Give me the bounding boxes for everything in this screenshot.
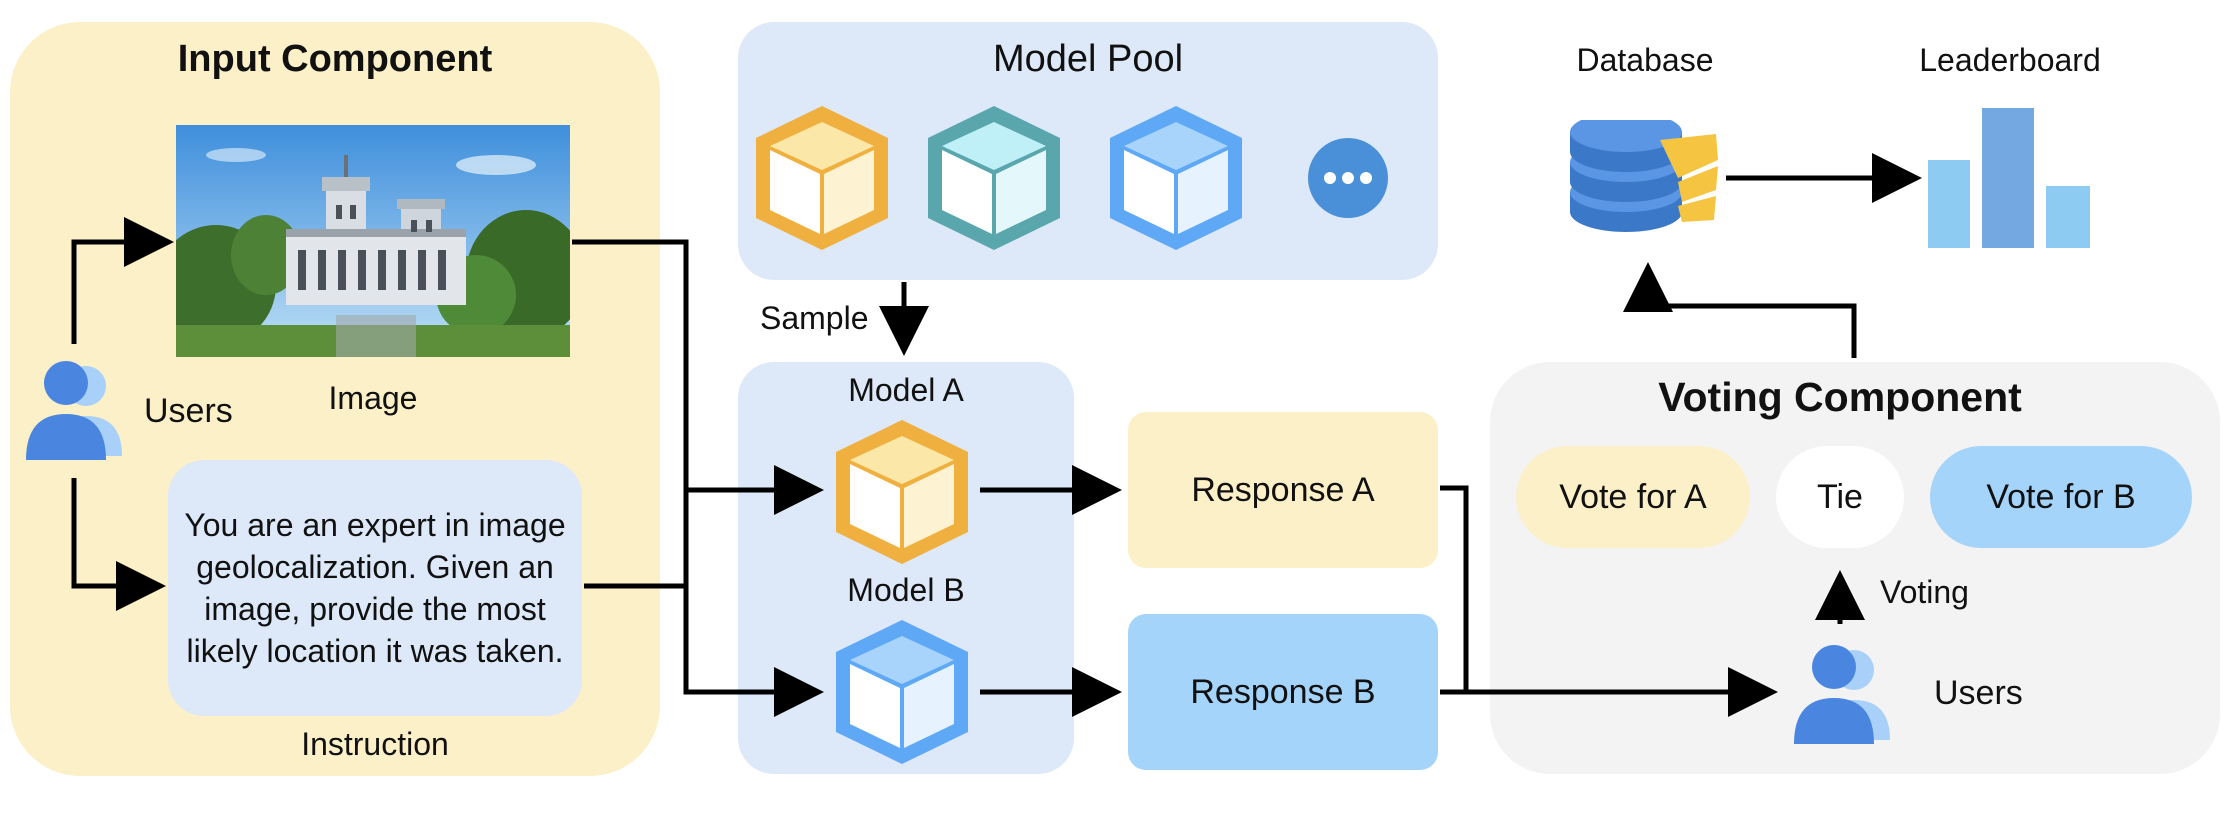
response-b-box: Response B bbox=[1128, 614, 1438, 770]
response-b-label: Response B bbox=[1190, 672, 1376, 711]
users-label-left: Users bbox=[144, 392, 233, 430]
vote-a-label: Vote for A bbox=[1559, 477, 1707, 516]
users-label-right: Users bbox=[1934, 674, 2023, 712]
response-a-box: Response A bbox=[1128, 412, 1438, 568]
tie-button[interactable]: Tie bbox=[1776, 446, 1904, 548]
ellipsis-icon bbox=[1308, 138, 1388, 218]
input-component-title: Input Component bbox=[177, 38, 493, 80]
leaderboard-label: Leaderboard bbox=[1919, 42, 2101, 78]
vote-a-button[interactable]: Vote for A bbox=[1516, 446, 1750, 548]
model-cubes bbox=[836, 420, 968, 764]
photo-image bbox=[176, 125, 570, 357]
voting-label: Voting bbox=[1880, 574, 1969, 610]
instruction-label: Instruction bbox=[301, 726, 449, 762]
tie-label: Tie bbox=[1817, 477, 1863, 516]
response-a-label: Response A bbox=[1191, 470, 1375, 509]
instruction-text: You are an expert in image geolocalizati… bbox=[184, 507, 566, 669]
database-label: Database bbox=[1576, 42, 1714, 78]
vote-b-label: Vote for B bbox=[1986, 477, 2136, 516]
users-icon bbox=[26, 361, 122, 460]
instruction-box: You are an expert in image geolocalizati… bbox=[168, 460, 582, 716]
cube-icon bbox=[836, 620, 968, 764]
cube-icon bbox=[1110, 106, 1242, 250]
cube-icon bbox=[756, 106, 888, 250]
image-label: Image bbox=[328, 380, 418, 416]
database-icon bbox=[1570, 120, 1718, 232]
cube-icon bbox=[928, 106, 1060, 250]
model-b-label: Model B bbox=[847, 572, 965, 608]
model-pool-icons bbox=[756, 106, 1388, 250]
cube-icon bbox=[836, 420, 968, 564]
model-a-label: Model A bbox=[848, 372, 964, 408]
model-pool-title: Model Pool bbox=[992, 38, 1184, 80]
users-icon bbox=[1794, 645, 1890, 744]
sample-label: Sample bbox=[760, 300, 869, 336]
bar-chart-icon bbox=[1928, 108, 2090, 248]
voting-component-title: Voting Component bbox=[1658, 374, 2022, 420]
vote-b-button[interactable]: Vote for B bbox=[1930, 446, 2192, 548]
